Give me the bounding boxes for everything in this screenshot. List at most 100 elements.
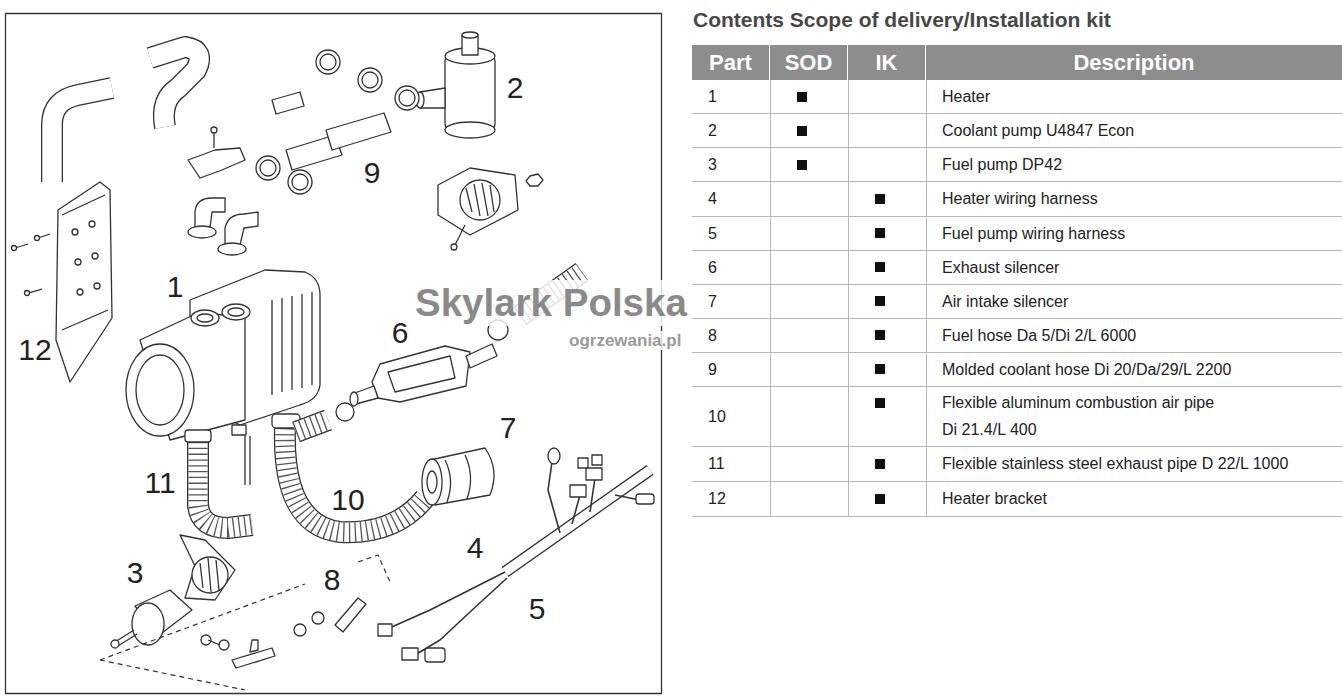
pump-holder: [438, 168, 543, 250]
callout-wrap: 1: [165, 271, 186, 303]
row-lines-part: [770, 80, 771, 516]
row-lines-part: [692, 446, 1342, 447]
heater: [126, 270, 320, 440]
description-cell: Fuel pump wiring harness: [942, 216, 1337, 250]
callout-number: 3: [125, 556, 146, 589]
check-marks: [797, 92, 885, 504]
heater-part: [126, 344, 194, 436]
pump-holder-part: [438, 168, 518, 235]
part-cell: 9: [708, 352, 764, 386]
watermark: Skylark Polska: [412, 280, 690, 326]
part-number: 9: [708, 356, 717, 383]
air-intake-silencer-part: [445, 455, 471, 502]
hose-pieces-part: [288, 170, 312, 194]
part-number: 7: [708, 288, 717, 315]
part-number: 1: [708, 83, 717, 110]
combustion-air-pipe-part: [296, 420, 328, 432]
combustion-air-pipe-part: [285, 428, 425, 532]
title-wrap: Contents Scope of delivery/Installation …: [693, 8, 1111, 32]
description-cell: Molded coolant hose Di 20/Da/29/L 2200: [942, 352, 1337, 386]
part-cell: 8: [708, 318, 764, 352]
row-lines-part: [692, 147, 1342, 148]
callout-wrap: 4: [465, 532, 486, 564]
description-cell: Flexible aluminum combustion air pipe Di…: [942, 386, 1224, 446]
row-lines-part: [692, 481, 1342, 482]
air-intake-silencer-part: [427, 471, 437, 493]
heater-part: [197, 314, 213, 322]
wiring-harness-part: [578, 458, 588, 468]
pump-holder-part: [466, 183, 494, 216]
exhaust-silencer: [350, 320, 508, 406]
hose-pieces-part: [256, 156, 280, 180]
wiring-harness-part: [505, 470, 650, 572]
callout-number: 11: [142, 466, 177, 499]
exhaust-pipe-part: [245, 436, 250, 485]
description-text: Fuel hose Da 5/Di 2/L 6000: [942, 322, 1136, 349]
heater-part: [272, 292, 312, 395]
combustion-air-pipe-part: [296, 420, 328, 432]
hose-pieces-part: [292, 174, 308, 190]
fuel-pump: [111, 535, 235, 648]
hose-pieces-part: [211, 127, 217, 133]
description-text: Flexible stainless steel exhaust pipe D …: [942, 450, 1288, 477]
molded-hose-part: [52, 88, 112, 182]
check-marks-part: [797, 160, 807, 170]
molded-hose-part: [150, 47, 199, 127]
row-lines-part: [692, 318, 1342, 319]
check-marks-part: [797, 92, 807, 102]
header-cell: Description: [926, 45, 1342, 80]
wiring-harness-part: [548, 462, 560, 533]
wiring-harness-part: [425, 648, 445, 662]
hose-pieces: [188, 50, 419, 194]
heater-bracket-part: [89, 221, 95, 227]
description-text: Fuel pump wiring harness: [942, 220, 1125, 247]
pump-holder-part: [455, 225, 465, 245]
description-cell: Fuel pump DP42: [942, 147, 1337, 181]
description-cell: Flexible stainless steel exhaust pipe D …: [942, 446, 1337, 481]
heater-bracket-part: [56, 182, 112, 382]
hose-pieces-part: [395, 86, 419, 110]
check-marks-part: [875, 398, 885, 408]
callout-number: 7: [498, 411, 519, 444]
exhaust-silencer-part: [350, 392, 358, 406]
elbow-fittings-part: [195, 198, 225, 228]
header-cell: Part: [692, 45, 770, 80]
callout-number: 10: [329, 483, 366, 516]
hose-pieces-part: [399, 90, 415, 106]
callout-wrap: 6: [390, 317, 411, 349]
combustion-air-pipe-part: [285, 428, 425, 532]
part-cell: 10: [708, 386, 764, 446]
part-cell: 11: [708, 446, 764, 481]
check-marks-part: [875, 194, 885, 204]
coolant-pump: [416, 32, 495, 138]
callout-wrap: 8: [322, 564, 343, 596]
heater-bracket-part: [75, 259, 81, 265]
wiring-harness-part: [570, 485, 586, 497]
heater-part: [191, 310, 219, 326]
check-marks-part: [875, 364, 885, 374]
wiring-harness-part: [572, 495, 580, 524]
molded-hose: [52, 47, 199, 182]
heater-bracket-part: [94, 283, 100, 289]
callout-wrap: 5: [527, 593, 548, 625]
part-cell: 7: [708, 284, 764, 318]
fuel-hose-kit-part: [294, 624, 306, 636]
check-marks-part: [875, 330, 885, 340]
air-intake-silencer-part: [422, 459, 442, 505]
part-number: 8: [708, 322, 717, 349]
check-marks-part: [875, 262, 885, 272]
heater-part: [222, 304, 250, 320]
part-number: 2: [708, 117, 717, 144]
part-number: 4: [708, 185, 717, 212]
callout-number: 4: [465, 531, 486, 564]
description-text: Molded coolant hose Di 20/Da/29/L 2200: [942, 356, 1231, 383]
callout-number: 12: [16, 333, 53, 366]
row-lines-part: [692, 516, 1342, 517]
row-lines-part: [692, 386, 1342, 387]
elbow-fittings: [188, 198, 258, 255]
hose-pieces-part: [260, 160, 276, 176]
description-text: Flexible aluminum combustion air pipe Di…: [942, 389, 1224, 443]
heater-bracket-part: [12, 246, 17, 251]
header-cell: IK: [848, 45, 926, 80]
header-text: SOD: [785, 45, 833, 80]
